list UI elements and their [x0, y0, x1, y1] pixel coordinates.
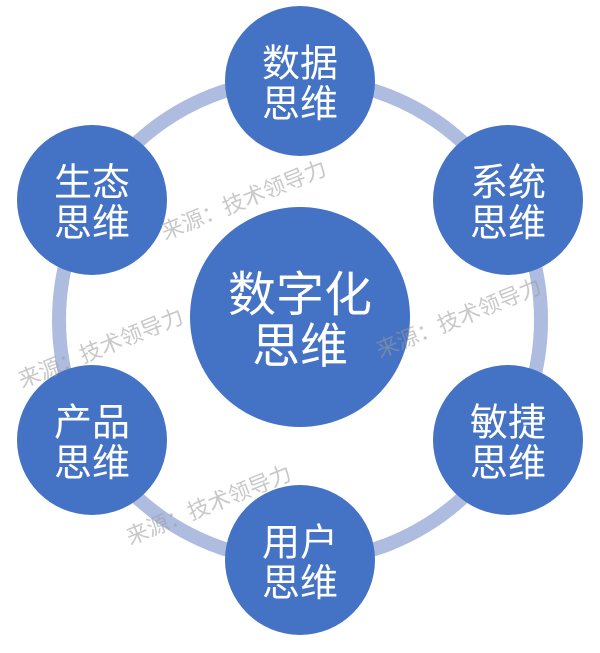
node-data-thinking-label-line2: 思维 [262, 82, 338, 126]
node-system-thinking-circle [433, 125, 583, 275]
node-ecosystem-thinking-label-line1: 生态 [54, 160, 130, 204]
node-agile-thinking-label-line1: 敏捷 [470, 400, 546, 444]
node-product-thinking-circle [17, 365, 167, 515]
center-digital-thinking-circle [190, 207, 410, 427]
node-agile-thinking-circle [433, 365, 583, 515]
node-data-thinking-label-line1: 数据 [262, 41, 338, 85]
node-system-thinking-label-line1: 系统 [470, 160, 546, 204]
center-digital-thinking-label-line1: 数字化 [228, 267, 372, 323]
node-user-thinking-label-line2: 思维 [262, 561, 338, 605]
node-ecosystem-thinking-circle [17, 125, 167, 275]
node-ecosystem-thinking-label-line2: 思维 [54, 201, 130, 245]
node-user-thinking-circle [225, 485, 375, 635]
node-agile-thinking-label-line2: 思维 [470, 441, 546, 485]
node-product-thinking-label-line1: 产品 [54, 400, 130, 444]
node-user-thinking-label-line1: 用户 [262, 520, 338, 564]
node-system-thinking-label-line2: 思维 [470, 201, 546, 245]
center-digital-thinking-label-line2: 思维 [252, 319, 348, 375]
node-product-thinking-label-line2: 思维 [54, 441, 130, 485]
node-data-thinking-circle [225, 6, 375, 156]
